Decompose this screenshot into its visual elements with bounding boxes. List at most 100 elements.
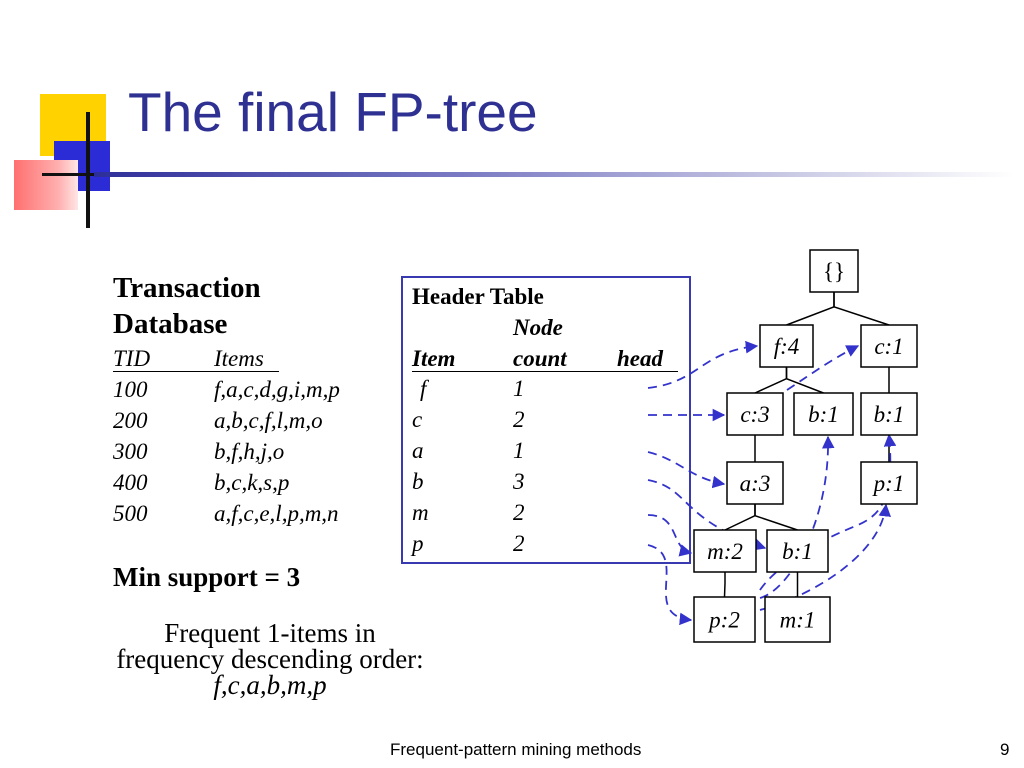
tree-node-label: p:1 bbox=[872, 471, 905, 496]
tree-edge bbox=[785, 367, 824, 394]
tree-node-box bbox=[726, 461, 784, 505]
tree-edges bbox=[723, 292, 890, 598]
frequent-items-sequence: f,c,a,b,m,p bbox=[213, 670, 327, 700]
items-cell: a,b,c,f,l,m,o bbox=[214, 408, 323, 433]
transaction-db-title: Transaction Database bbox=[113, 272, 261, 340]
item-column-header: Item bbox=[412, 346, 456, 371]
logo-red-square bbox=[14, 160, 78, 210]
tree-node-label: m:2 bbox=[707, 539, 743, 564]
head-column-header: head bbox=[617, 346, 663, 371]
header-table-row: m 2 bbox=[412, 497, 525, 528]
transaction-row: 400 b,c,k,s,p bbox=[113, 467, 340, 498]
header-table-column-headers: Item count head bbox=[412, 343, 663, 374]
count-cell: 2 bbox=[513, 500, 525, 525]
logo-horizontal-line bbox=[42, 173, 137, 176]
title-underline bbox=[94, 172, 1014, 177]
tree-node: p:2 bbox=[693, 596, 756, 643]
node-link-arrow bbox=[786, 345, 860, 391]
tid-cell: 500 bbox=[113, 501, 148, 526]
header-table-row: p 2 bbox=[412, 528, 525, 559]
tree-node: p:1 bbox=[860, 461, 918, 505]
item-cell: f bbox=[420, 376, 427, 401]
header-table-node-label: Node bbox=[513, 315, 563, 340]
transaction-row: 200 a,b,c,f,l,m,o bbox=[113, 405, 340, 436]
logo-vertical-line bbox=[86, 112, 90, 228]
tree-node: c:1 bbox=[860, 324, 918, 368]
tid-header: TID bbox=[113, 346, 151, 371]
node-link-arrow bbox=[647, 451, 726, 489]
tid-cell: 200 bbox=[113, 408, 148, 433]
tree-node: c:3 bbox=[726, 392, 784, 436]
tree-node-box bbox=[759, 324, 814, 368]
transaction-row: 100 f,a,c,d,g,i,m,p bbox=[113, 374, 340, 405]
tree-edge bbox=[723, 572, 726, 598]
tree-node-label: c:3 bbox=[740, 402, 769, 427]
node-link-arrow bbox=[647, 340, 759, 389]
header-table-box bbox=[401, 276, 691, 564]
frequent-items-line2: frequency descending order: bbox=[116, 644, 424, 674]
tid-cell: 300 bbox=[113, 439, 148, 464]
tree-edge bbox=[786, 292, 835, 326]
page-number: 9 bbox=[1000, 740, 1010, 759]
transaction-row: 500 a,f,c,e,l,p,m,n bbox=[113, 498, 340, 529]
tree-node-label: b:1 bbox=[874, 402, 905, 427]
tree-node-label: {} bbox=[823, 259, 845, 284]
tree-node-box bbox=[764, 596, 831, 643]
tree-node-box bbox=[766, 529, 829, 573]
tree-edge bbox=[833, 292, 890, 326]
tree-node: m:2 bbox=[693, 529, 757, 573]
tree-node-label: p:2 bbox=[707, 608, 740, 633]
header-table-row: b 3 bbox=[412, 466, 525, 497]
tree-node-box bbox=[793, 392, 854, 436]
tree-node: b:1 bbox=[766, 529, 829, 573]
transaction-db-table: TID Items 100 f,a,c,d,g,i,m,p 200 a,b,c,… bbox=[113, 343, 340, 529]
tree-node: a:3 bbox=[726, 461, 784, 505]
tree-node-label: m:1 bbox=[780, 608, 816, 633]
slide-title: The final FP-tree bbox=[128, 81, 538, 143]
tree-node-box bbox=[860, 461, 918, 505]
frequent-items-line1: Frequent 1-items in bbox=[164, 618, 376, 648]
tid-cell: 100 bbox=[113, 377, 148, 402]
header-table-rule bbox=[412, 371, 678, 372]
tid-cell: 400 bbox=[113, 470, 148, 495]
item-cell: b bbox=[412, 469, 424, 494]
count-cell: 2 bbox=[513, 407, 525, 432]
item-cell: a bbox=[412, 438, 424, 463]
tree-node-label: b:1 bbox=[808, 402, 839, 427]
transaction-row: 300 b,f,h,j,o bbox=[113, 436, 340, 467]
tree-node-box bbox=[809, 249, 859, 293]
items-cell: f,a,c,d,g,i,m,p bbox=[214, 377, 340, 402]
items-cell: a,f,c,e,l,p,m,n bbox=[214, 501, 339, 526]
tree-node-label: b:1 bbox=[782, 539, 813, 564]
transaction-db-header-row: TID Items bbox=[113, 343, 340, 374]
item-cell: m bbox=[412, 500, 429, 525]
node-link-arrow bbox=[647, 544, 693, 626]
tree-node-label: c:1 bbox=[874, 334, 903, 359]
tree-node-box bbox=[726, 392, 784, 436]
count-cell: 1 bbox=[513, 376, 525, 401]
tree-node-box bbox=[860, 324, 918, 368]
tree-edge bbox=[754, 367, 788, 394]
node-link-arrow bbox=[759, 435, 835, 599]
header-table-row: c 2 bbox=[412, 404, 525, 435]
count-cell: 1 bbox=[513, 438, 525, 463]
tree-edge bbox=[724, 504, 756, 531]
header-table-row: a 1 bbox=[412, 435, 525, 466]
items-header: Items bbox=[214, 346, 264, 371]
transaction-db-header-rule bbox=[113, 371, 279, 372]
tree-node-label: a:3 bbox=[740, 471, 771, 496]
count-column-header: count bbox=[513, 346, 567, 371]
count-cell: 3 bbox=[513, 469, 525, 494]
header-table-rows: f 1 c 2 a 1 b 3 m 2 p 2 bbox=[412, 373, 525, 559]
tree-node: m:1 bbox=[764, 596, 831, 643]
node-link-arrow bbox=[647, 514, 693, 557]
tree-node-box bbox=[693, 596, 756, 643]
tree-nodes: {} f:4 c:1 c:3 b:1 b:1 a:3 p:1 m:2 b:1 p:2 m:1 bbox=[693, 249, 918, 643]
header-table-title: Header Table bbox=[412, 284, 544, 309]
tree-node: b:1 bbox=[860, 392, 918, 436]
tree-node: f:4 bbox=[759, 324, 814, 368]
tree-node: b:1 bbox=[793, 392, 854, 436]
header-table-row: f 1 bbox=[412, 373, 525, 404]
item-cell: p bbox=[412, 531, 424, 556]
